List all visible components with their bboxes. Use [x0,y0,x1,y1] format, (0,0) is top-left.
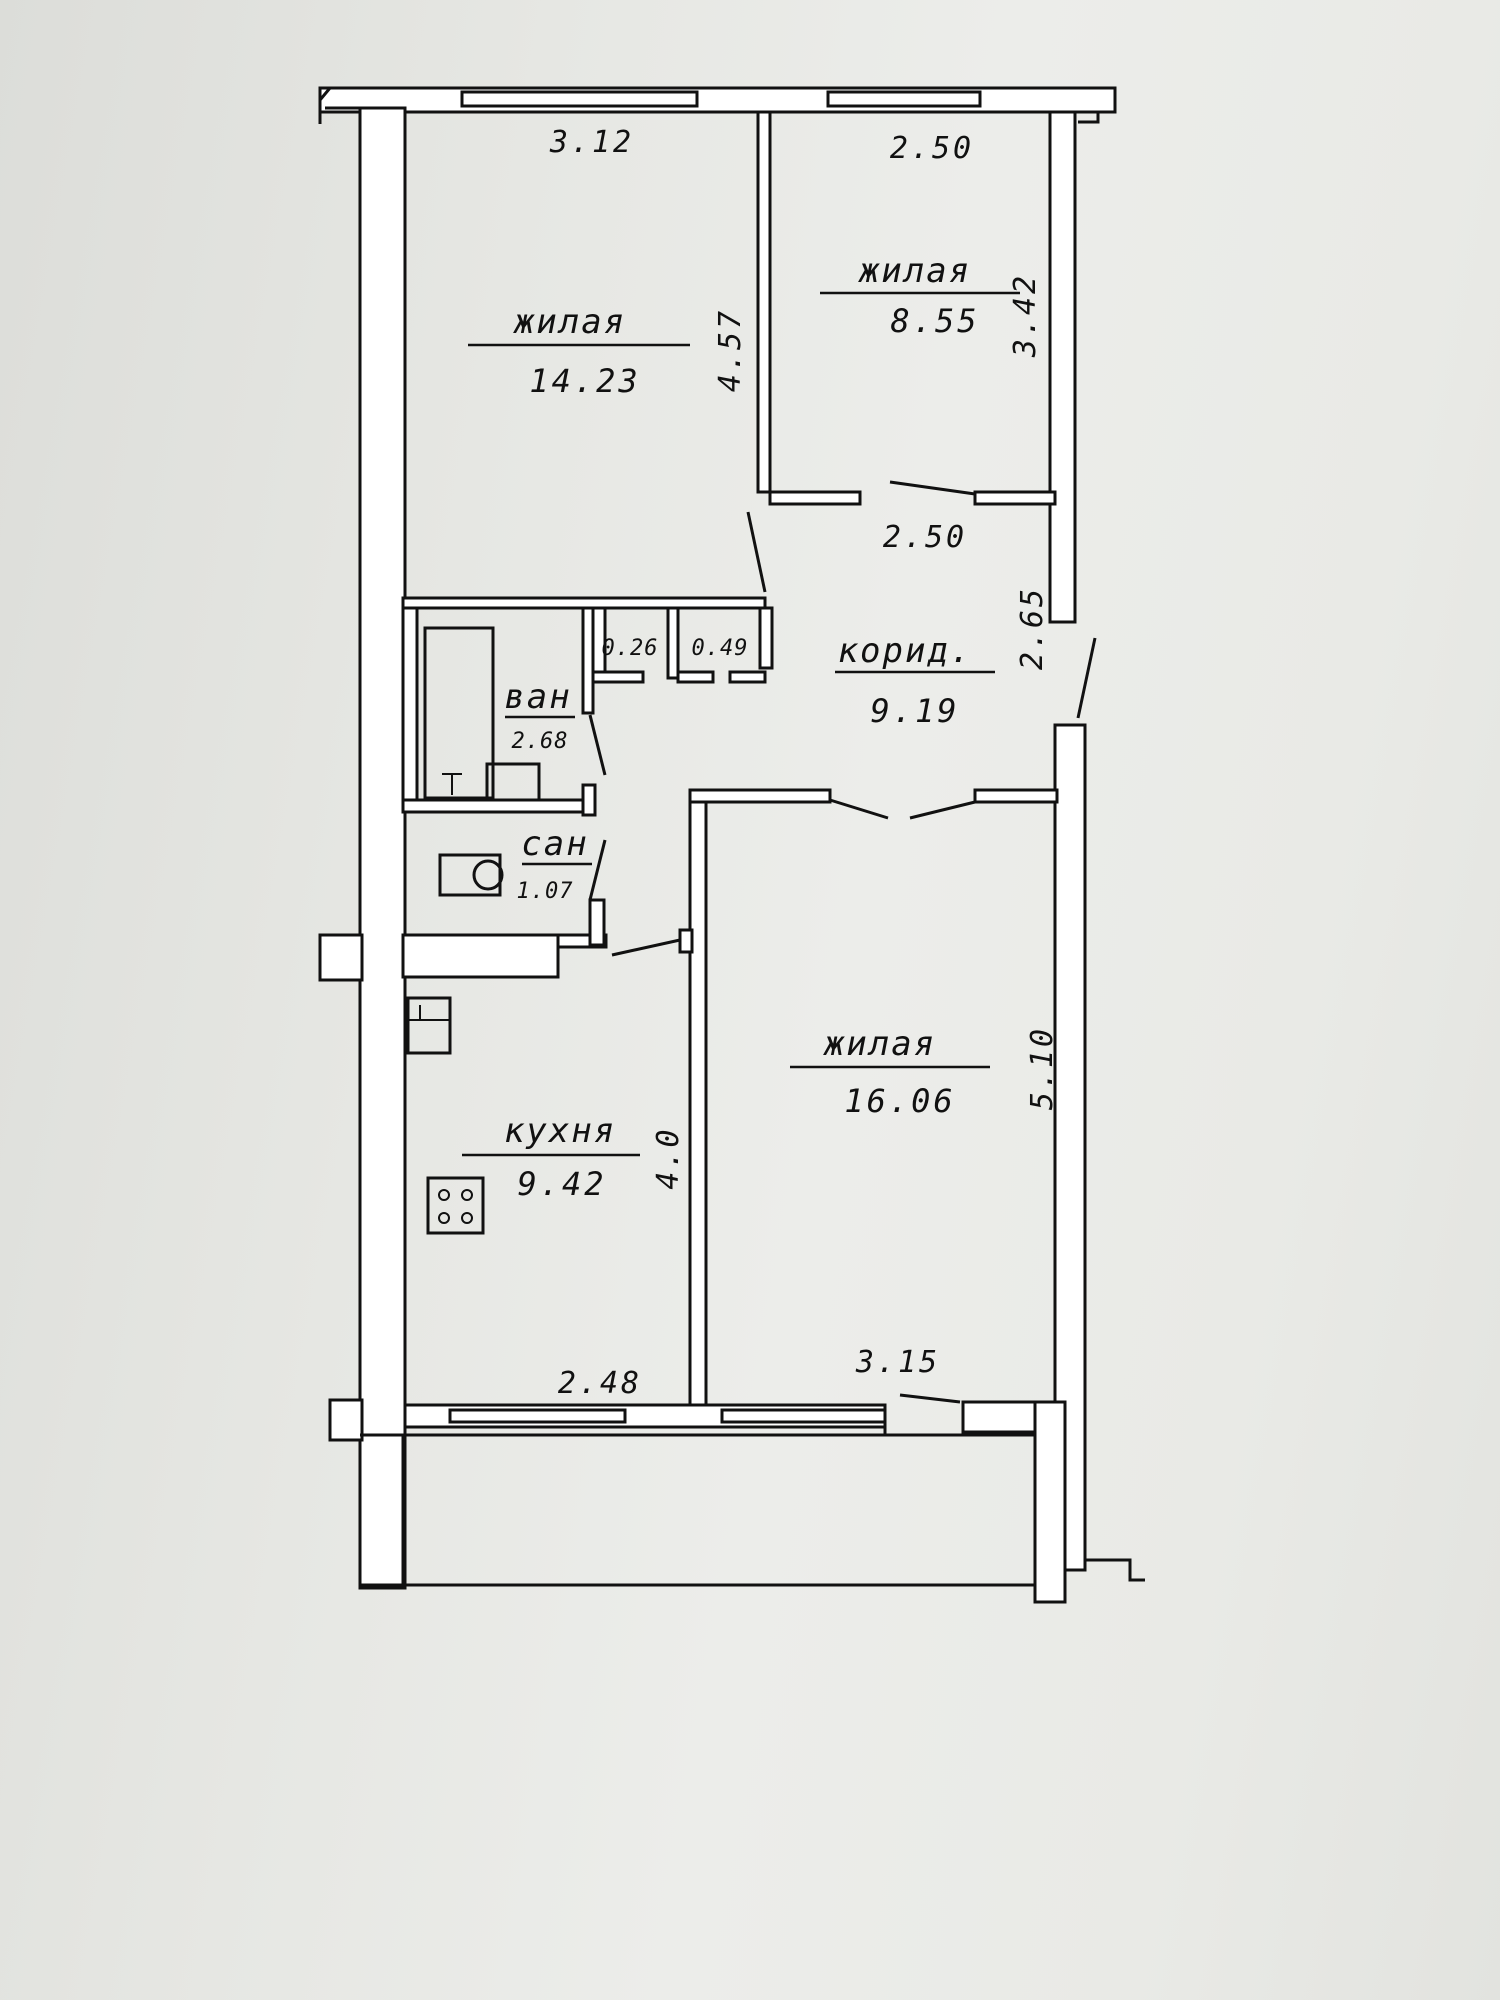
room-name-living-top-left: жилая [513,302,626,342]
dim-top-right-bottom-width: 2.50 [883,520,967,555]
top-left-wall-end [318,87,332,124]
room-name-living-top-right: жилая [858,251,971,291]
door-top-right-room [889,480,976,496]
closet-a-bottom-wall [591,670,645,684]
left-wall-notch [318,933,364,982]
dimension-labels: 3.12 2.50 2.50 2.48 3.15 4.57 3.42 2.65 … [549,125,1060,1401]
closet-b-bottom-wall-b [728,670,767,684]
dim-kitchen-depth: 4.0 [651,1126,686,1189]
right-wall-end [1085,1558,1145,1582]
walls [318,86,1145,1604]
kitchen-sink-detail-icon [408,1005,450,1021]
dim-living-bottom-width: 3.15 [855,1345,940,1380]
dim-kitchen-width: 2.48 [558,1366,642,1401]
door-bath [588,714,607,776]
room-name-kitchen: кухня [504,1111,616,1151]
room-area-bath: 2.68 [512,729,569,754]
closets-divider [666,606,680,680]
stove-burner-4-icon [461,1212,473,1224]
right-wall-upper [1048,110,1077,624]
living-top-wall-right [973,788,1059,804]
closet-b-bottom-wall-a [676,670,715,684]
window-living [720,1408,887,1424]
room-area-wc: 1.07 [517,879,574,904]
door-living-right [909,800,976,820]
room-name-wc: сан [521,824,588,864]
room-name-bath: ван [504,677,571,717]
dim-corridor-depth: 2.65 [1015,586,1050,670]
bath-left-wall [401,606,419,810]
room-area-kitchen: 9.42 [517,1165,606,1203]
room-name-living-bottom: жилая [823,1024,936,1064]
door-top-left-room [746,511,767,593]
fixtures [406,626,541,1235]
dim-living-bottom-depth: 5.10 [1025,1026,1060,1110]
dim-top-left-width: 3.12 [549,125,634,160]
door-wc [588,839,607,901]
top-exterior-wall [318,86,1117,114]
top-right-room-bottom-wall-a [768,490,862,506]
kitchen-living-wall [688,788,708,1407]
balcony-right-wall [1033,1400,1067,1604]
dim-top-right-width: 2.50 [890,131,974,166]
toilet-tank-icon [438,853,502,897]
room-name-corridor: корид. [838,631,973,671]
bath-wc-wall [401,798,595,814]
room-area-living-top-left: 14.23 [529,362,640,400]
room-area-corridor: 9.19 [870,692,959,730]
window-top-left [460,90,699,108]
room-area-living-top-right: 8.55 [890,302,979,340]
wall-between-top-rooms [756,110,772,494]
door-living-left [829,798,889,820]
door-balcony [899,1393,961,1404]
wc-kitchen-wall [401,933,560,979]
doors [588,480,1097,1404]
left-wall-lower-notch [328,1398,364,1442]
closet-b-right-wall [758,606,774,670]
top-right-wall-end [1078,112,1100,124]
top-right-room-bottom-wall-b [973,490,1057,506]
dim-top-left-depth: 4.57 [713,308,748,392]
left-exterior-wall [358,106,407,1590]
stove-icon [426,1176,485,1235]
closet-a-area: 0.26 [602,636,659,661]
wc-door-jamb [588,898,606,947]
toilet-bowl-icon [472,859,504,891]
kitchen-sink-icon [406,996,452,1055]
sink-icon [485,762,541,802]
stove-burner-2-icon [461,1189,473,1201]
dim-top-right-depth: 3.42 [1008,273,1043,358]
door-entrance [1076,637,1097,719]
room-area-living-bottom: 16.06 [844,1082,955,1120]
room-labels: жилая 14.23 жилая 8.55 корид. 9.19 ван 2… [462,251,1020,1203]
stove-burner-3-icon [438,1212,450,1224]
bath-wc-wall-end [581,783,597,817]
bathtub-icon [423,626,495,800]
window-kitchen [448,1408,627,1424]
window-top-right [826,90,982,108]
door-kitchen [611,938,681,957]
closet-b-area: 0.49 [692,636,749,661]
kitchen-door-jamb [678,928,694,954]
stove-burner-1-icon [438,1189,450,1201]
living-top-wall-left [688,788,832,804]
